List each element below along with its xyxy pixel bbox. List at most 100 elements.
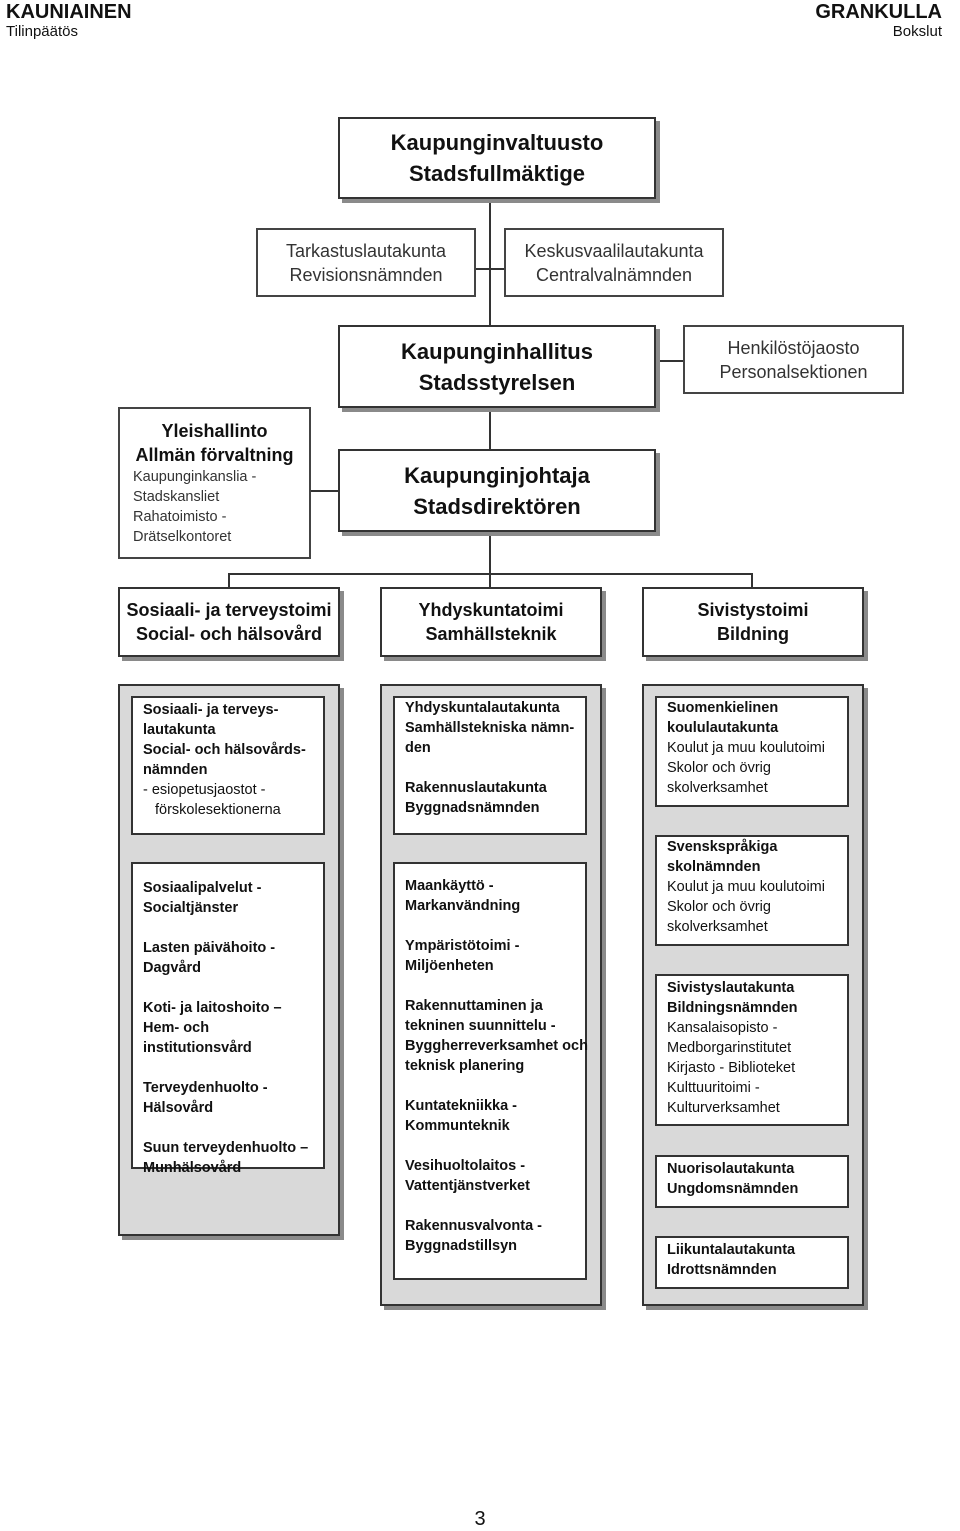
header-left-subtitle: Tilinpäätös	[6, 23, 78, 40]
education-2-bold-1: Svenskspråkiga	[667, 839, 778, 855]
social-unit-2-fi: Lasten päivähoito -	[143, 940, 276, 956]
header-left-title: KAUNIAINEN	[6, 1, 132, 23]
social-board-line-1: Sosiaali- ja terveys-	[143, 702, 279, 718]
personnel-title-fi: Henkilöstöjaosto	[727, 337, 860, 358]
tech-unit-6-fi: Rakennusvalvonta -	[405, 1218, 542, 1234]
connector-admin-director	[310, 490, 340, 492]
audit-title-sv: Revisionsnämnden	[289, 264, 443, 285]
social-board-sub-2: förskolesektionerna	[155, 802, 281, 818]
connector-audit-election	[476, 268, 504, 270]
social-unit-4-fi: Terveydenhuolto -	[143, 1080, 268, 1096]
education-3-text-2: Medborgarinstitutet	[667, 1040, 792, 1056]
tech-unit-1-fi: Maankäyttö -	[405, 878, 494, 894]
header-right-subtitle: Bokslut	[892, 23, 942, 40]
tech-unit-4-sv: Kommunteknik	[405, 1118, 510, 1134]
tech-board-2-fi: Rakennuslautakunta	[405, 780, 547, 796]
director-box: Kaupunginjohtaja Stadsdirektören	[338, 449, 656, 532]
education-2-text-2: Skolor och övrig	[667, 899, 771, 915]
tech-unit-3-line-3: Byggherreverksamhet och	[405, 1038, 588, 1054]
connector-board-director	[489, 408, 491, 452]
page-number: 3	[474, 1508, 486, 1530]
tech-unit-3-line-4: teknisk planering	[405, 1058, 525, 1074]
tech-unit-2-fi: Ympäristötoimi -	[405, 938, 520, 954]
social-unit-2-sv: Dagvård	[143, 960, 202, 976]
education-1-bold-1: Suomenkielinen	[667, 700, 779, 716]
education-3-bold-2: Bildningsnämnden	[667, 1000, 798, 1016]
personnel-title-sv: Personalsektionen	[719, 361, 868, 382]
department-social-sv: Social- och hälsovård	[135, 624, 323, 644]
department-tech-box: Yhdyskuntatoimi Samhällsteknik	[380, 587, 602, 657]
connector-bus-social	[228, 573, 230, 588]
education-3-text-3: Kirjasto - Biblioteket	[667, 1060, 796, 1076]
education-3-text-5: Kulturverksamhet	[667, 1100, 780, 1116]
tech-unit-5-sv: Vattentjänstverket	[405, 1178, 530, 1194]
tech-unit-4-fi: Kuntatekniikka -	[405, 1098, 517, 1114]
election-title-fi: Keskusvaalilautakunta	[524, 240, 704, 261]
personnel-box: Henkilöstöjaosto Personalsektionen	[683, 325, 904, 394]
tech-unit-3-line-2: tekninen suunnittelu -	[405, 1018, 556, 1034]
tech-units-box: Maankäyttö - Markanvändning Ympäristötoi…	[393, 862, 588, 1280]
tech-board-1-line-1: Yhdyskuntalautakunta	[405, 700, 560, 716]
connector-bus-education	[751, 573, 753, 588]
social-unit-1-fi: Sosiaalipalvelut -	[143, 880, 262, 896]
admin-title-fi: Yleishallinto	[161, 421, 268, 441]
board-title-sv: Stadsstyrelsen	[418, 369, 576, 395]
social-board-sub-1: - esiopetusjaostot -	[143, 782, 266, 798]
education-1-text-2: Skolor och övrig	[667, 760, 771, 776]
tech-unit-3-line-1: Rakennuttaminen ja	[405, 998, 543, 1014]
department-social-fi: Sosiaali- ja terveystoimi	[126, 600, 332, 620]
admin-title-sv: Allmän förvaltning	[135, 445, 294, 465]
social-unit-4-sv: Hälsovård	[143, 1100, 214, 1116]
tech-unit-1-sv: Markanvändning	[405, 898, 521, 914]
social-unit-3-fi: Koti- ja laitoshoito –	[143, 1000, 282, 1016]
education-2-text-1: Koulut ja muu koulutoimi	[667, 879, 825, 895]
election-title-sv: Centralvalnämnden	[535, 264, 693, 285]
tech-board-1-line-3: den	[405, 740, 431, 756]
education-1-text-1: Koulut ja muu koulutoimi	[667, 740, 825, 756]
connector-director-bus	[489, 530, 491, 574]
education-box-youth: Nuorisolautakunta Ungdomsnämnden	[655, 1155, 849, 1208]
education-3-text-1: Kansalaisopisto -	[667, 1020, 778, 1036]
social-board-line-2: lautakunta	[143, 722, 216, 738]
director-title-sv: Stadsdirektören	[413, 493, 581, 519]
board-box: Kaupunginhallitus Stadsstyrelsen	[338, 325, 656, 408]
department-tech-fi: Yhdyskuntatoimi	[418, 600, 564, 620]
audit-title-fi: Tarkastuslautakunta	[285, 240, 447, 261]
tech-unit-5-fi: Vesihuoltolaitos -	[405, 1158, 526, 1174]
connector-bus-tech	[489, 573, 491, 588]
social-board-line-4: nämnden	[143, 762, 208, 778]
department-social-box: Sosiaali- ja terveystoimi Social- och hä…	[118, 587, 340, 657]
education-box-sports: Liikuntalautakunta Idrottsnämnden	[655, 1236, 849, 1289]
education-3-text-4: Kulttuuritoimi -	[667, 1080, 760, 1096]
education-4-bold-1: Nuorisolautakunta	[667, 1161, 795, 1177]
admin-chancery-fi: Kaupunginkanslia -	[133, 469, 257, 485]
department-tech-sv: Samhällsteknik	[425, 624, 557, 644]
education-box-finnish-schools: Suomenkielinen koululautakunta Koulut ja…	[655, 696, 849, 807]
social-unit-5-fi: Suun terveydenhuolto –	[143, 1140, 309, 1156]
council-box: Kaupunginvaltuusto Stadsfullmäktige	[338, 117, 656, 199]
tech-unit-6-sv: Byggnadstillsyn	[405, 1238, 517, 1254]
social-board-box: Sosiaali- ja terveys- lautakunta Social-…	[131, 696, 325, 835]
education-4-bold-2: Ungdomsnämnden	[667, 1181, 799, 1197]
header-right-title: GRANKULLA	[815, 1, 942, 23]
connector-board-personnel	[655, 360, 683, 362]
council-title-sv: Stadsfullmäktige	[408, 161, 586, 186]
tech-boards-box: Yhdyskuntalautakunta Samhällstekniska nä…	[393, 696, 587, 835]
education-3-bold-1: Sivistyslautakunta	[667, 980, 795, 996]
tech-board-1-line-2: Samhällstekniska nämn-	[405, 720, 575, 736]
department-education-box: Sivistystoimi Bildning	[642, 587, 864, 657]
admin-finance-fi: Rahatoimisto -	[133, 509, 227, 525]
admin-finance-sv: Drätselkontoret	[133, 529, 232, 545]
education-box-swedish-schools: Svenskspråkiga skolnämnden Koulut ja muu…	[655, 835, 849, 946]
department-education-fi: Sivistystoimi	[697, 600, 809, 620]
tech-unit-2-sv: Miljöenheten	[405, 958, 494, 974]
department-education-sv: Bildning	[717, 624, 789, 644]
social-unit-5-sv: Munhälsovård	[143, 1160, 242, 1176]
connector-council-board	[489, 198, 491, 328]
council-title-fi: Kaupunginvaltuusto	[390, 130, 604, 155]
social-unit-3-sv: Hem- och institutionsvård	[143, 1020, 252, 1056]
education-1-text-3: skolverksamhet	[667, 780, 768, 796]
social-board-line-3: Social- och hälsovårds-	[143, 742, 306, 758]
election-box: Keskusvaalilautakunta Centralvalnämnden	[504, 228, 724, 297]
board-title-fi: Kaupunginhallitus	[401, 338, 593, 364]
